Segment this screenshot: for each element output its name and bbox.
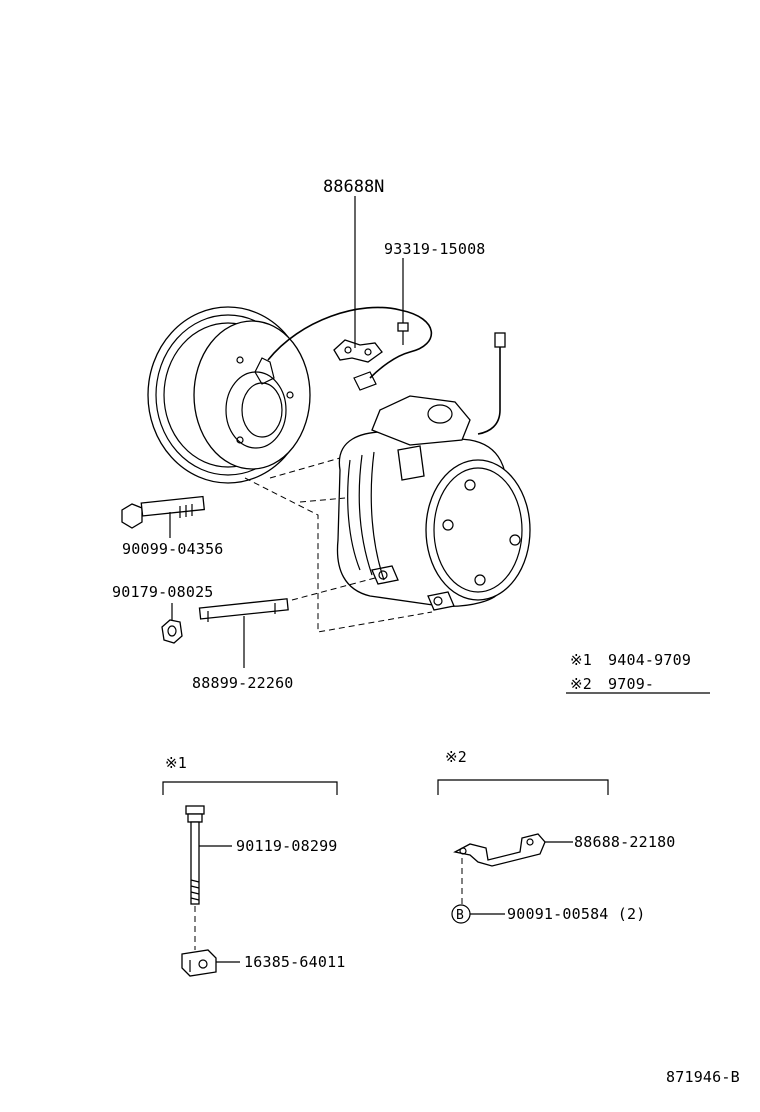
bolt-90099 [121, 495, 206, 529]
group2-mark: ※2 [445, 748, 467, 766]
group1-bracket [162, 781, 338, 795]
label-90179-08025: 90179-08025 [112, 583, 214, 601]
label-88899-22260: 88899-22260 [192, 674, 294, 692]
stud-88899 [198, 598, 289, 622]
group1-mark: ※1 [165, 754, 187, 772]
label-90119-08299: 90119-08299 [236, 837, 338, 855]
label-90091-00584: 90091-00584 (2) [507, 905, 645, 923]
label-88688-22180: 88688-22180 [574, 833, 676, 851]
diagram-id: 871946-B [666, 1068, 740, 1086]
clamp-16385 [181, 949, 217, 977]
legend-n2-range: 9709- [608, 675, 654, 693]
legend-n1-range: 9404-9709 [608, 651, 691, 669]
group2-bracket [437, 779, 609, 795]
clutch-wire [267, 306, 433, 379]
nut-90179 [161, 619, 183, 644]
marker-b-letter: B [456, 908, 464, 923]
screw-93319 [397, 322, 409, 345]
label-93319-15008: 93319-15008 [384, 240, 486, 258]
legend-n2-mark: ※2 [570, 675, 592, 693]
label-88688n: 88688N [323, 177, 384, 197]
legend-n1-mark: ※1 [570, 651, 592, 669]
label-90099-04356: 90099-04356 [122, 540, 224, 558]
gasket-88688n [333, 339, 383, 363]
bracket-88688-22180 [453, 833, 546, 867]
label-16385-64011: 16385-64011 [244, 953, 346, 971]
compressor-body [336, 395, 531, 611]
bolt-90119 [185, 805, 205, 905]
switch-wire [477, 345, 501, 435]
magnetic-clutch-pulley [147, 306, 311, 484]
